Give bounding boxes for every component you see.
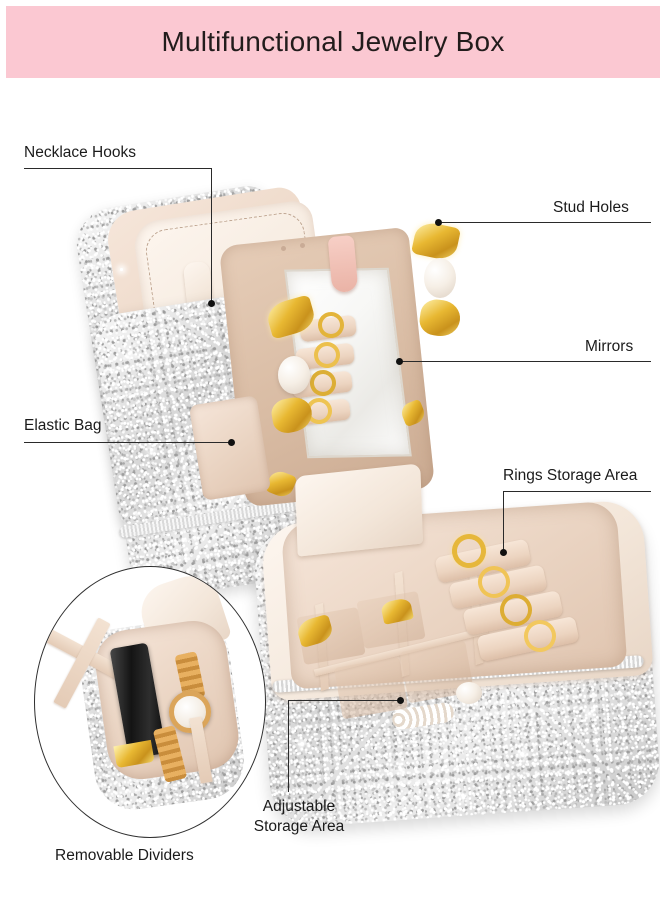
sparkle-l3 (520, 752, 524, 756)
callout-mirrors-leader (399, 361, 651, 362)
stud-hole-1 (281, 246, 286, 251)
callout-elastic-bag-label: Elastic Bag (24, 417, 102, 434)
callout-rings-storage-label: Rings Storage Area (503, 467, 638, 484)
callout-necklace-hooks-underline (24, 168, 212, 169)
lower-box-lid-flap (294, 463, 424, 557)
callout-necklace-hooks-dot (208, 300, 215, 307)
callout-stud-holes-label: Stud Holes (553, 199, 629, 216)
lid-pull-tab (327, 234, 359, 294)
callout-adjustable-storage-connector (288, 700, 400, 701)
sparkle-l5 (462, 796, 465, 799)
pearl-earring-right (424, 258, 456, 298)
sparkle-l2 (398, 766, 401, 769)
header-banner: Multifunctional Jewelry Box (6, 6, 660, 78)
callout-adjustable-storage-label: Adjustable Storage Area (243, 797, 355, 837)
pearl-cluster (456, 682, 482, 704)
callout-mirrors-dot (396, 358, 403, 365)
callout-necklace-hooks-leader (211, 168, 212, 304)
callout-adjustable-storage-line1: Adjustable (262, 798, 336, 815)
stud-hole-2 (300, 243, 305, 248)
bow-earring-right (410, 219, 462, 263)
callout-mirrors-label: Mirrors (585, 338, 634, 355)
callout-stud-holes-dot (435, 219, 442, 226)
callout-necklace-hooks-label: Necklace Hooks (24, 144, 136, 161)
callout-rings-storage-underline (503, 491, 651, 492)
sparkle-u2 (150, 448, 153, 451)
sparkle-u3 (120, 268, 123, 271)
sparkle-l1 (300, 742, 304, 746)
removable-dividers-inset (34, 566, 266, 838)
sparkle-u1 (128, 352, 131, 355)
callout-adjustable-storage-line2: Storage Area (253, 817, 345, 835)
callout-removable-dividers-label: Removable Dividers (55, 847, 194, 864)
callout-rings-storage-dot (500, 549, 507, 556)
callout-elastic-bag-dot (228, 439, 235, 446)
callout-adjustable-storage-leader (288, 700, 289, 792)
gold-nugget-pendant-right (417, 297, 463, 339)
page-title: Multifunctional Jewelry Box (161, 26, 505, 57)
callout-stud-holes-leader (438, 222, 651, 223)
callout-rings-storage-leader (503, 491, 504, 551)
callout-elastic-bag-leader (24, 442, 231, 443)
pearl-drop-earring (278, 356, 310, 394)
sparkle-l4 (588, 712, 591, 715)
callout-adjustable-storage-dot (397, 697, 404, 704)
